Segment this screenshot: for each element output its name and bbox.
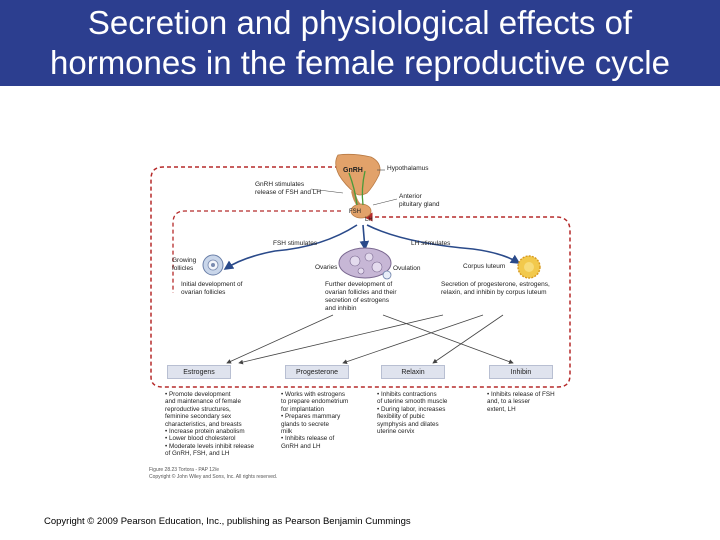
title-bar: Secretion and physiological effects of h… xyxy=(0,0,720,86)
corpus-luteum-label: Corpus luteum xyxy=(463,263,506,270)
effect-item: milk xyxy=(281,428,293,436)
further-development-label-3: secretion of estrogens xyxy=(325,297,389,304)
fsh-stimulates-label: FSH stimulates xyxy=(273,240,318,247)
effect-item: • Inhibits release of xyxy=(281,435,335,443)
lh-arrow-corpus xyxy=(366,224,521,264)
fsh-arrow xyxy=(223,224,358,270)
initial-development-label-2: ovarian follicles xyxy=(181,289,226,296)
portal-vessels xyxy=(348,172,358,206)
effect-item: • Moderate levels inhibit release xyxy=(165,442,255,450)
effect-item: and, to a lesser xyxy=(487,398,531,406)
further-development-label-2: ovarian follicles and their xyxy=(325,289,397,296)
progesterone-box: Progesterone xyxy=(285,365,349,379)
hypothalamus-shape xyxy=(335,153,381,196)
figure-caption-2: Copyright © John Wiley and Sons, Inc. Al… xyxy=(149,474,278,480)
copyright-notice: Copyright © 2009 Pearson Education, Inc.… xyxy=(44,516,411,527)
effect-item: • Inhibits release of FSH xyxy=(487,391,555,398)
effect-item: • Inhibits contractions xyxy=(377,391,437,398)
further-development-label-1: Further development of xyxy=(325,281,393,288)
gnrh-stimulates-label-2: release of FSH and LH xyxy=(255,189,322,196)
effect-item: uterine cervix xyxy=(377,428,415,436)
inhibin-box: Inhibin xyxy=(489,365,553,379)
relaxin-effects: • Inhibits contractions of uterine smoot… xyxy=(377,391,447,435)
further-development-label-4: and inhibin xyxy=(325,305,357,312)
gnrh-stimulates-pointer xyxy=(310,188,344,194)
gnrh-stimulates-label-1: GnRH stimulates xyxy=(255,181,305,188)
lh-stimulates-label: LH stimulates xyxy=(411,240,451,247)
effect-item: • Prepares mammary xyxy=(281,413,341,421)
anterior-pituitary-label-2: pituitary gland xyxy=(399,201,440,208)
effect-item: and maintenance of female xyxy=(165,398,241,406)
ovulation-label: Ovulation xyxy=(393,265,421,272)
hypothalamus-label: Hypothalamus xyxy=(387,165,429,172)
arrow-to-estrogens-2 xyxy=(238,314,444,365)
effect-item: of GnRH, FSH, and LH xyxy=(165,450,230,458)
pituitary-pointer xyxy=(372,198,398,206)
effect-item: for implantation xyxy=(281,405,325,413)
estrogens-box: Estrogens xyxy=(167,365,231,379)
ovulation-egg-shape xyxy=(382,270,392,280)
secretion-progesterone-label-2: relaxin, and inhibin by corpus luteum xyxy=(441,289,547,296)
hormone-cycle-diagram: GnRH Hypothalamus GnRH stimulates releas… xyxy=(143,153,578,488)
diagram-graphics xyxy=(150,153,571,388)
relaxin-box: Relaxin xyxy=(381,365,445,379)
effect-item: • Increase protein anabolism xyxy=(165,428,245,436)
effect-item: • Works with estrogens xyxy=(281,391,346,398)
effect-item: to prepare endometrium xyxy=(281,398,349,406)
gnrh-tag: GnRH xyxy=(343,167,363,174)
secretion-progesterone-label-1: Secretion of progesterone, estrogens, xyxy=(441,281,550,288)
feedback-loop-inner xyxy=(172,210,341,293)
fsh-tag: FSH xyxy=(349,209,361,215)
growing-follicles-label-2: follicles xyxy=(172,265,194,272)
arrow-to-relaxin xyxy=(432,314,504,364)
effect-item: • Lower blood cholesterol xyxy=(165,435,236,443)
feedback-loop-outer xyxy=(150,166,571,388)
arrow-to-inhibin xyxy=(382,314,514,364)
effect-item: feminine secondary sex xyxy=(165,413,232,421)
slide-title-line-2: hormones in the female reproductive cycl… xyxy=(50,44,670,81)
progesterone-effects: • Works with estrogens to prepare endome… xyxy=(281,391,348,450)
effect-item: characteristics, and breasts xyxy=(165,420,242,428)
anterior-pituitary-label-1: Anterior xyxy=(399,193,422,200)
effect-item: extent, LH xyxy=(487,405,516,413)
growing-follicles-label-1: Growing xyxy=(172,257,197,264)
figure-caption-1: Figure 28.23 Tortora - PAP 12/e xyxy=(149,467,220,473)
initial-development-label-1: Initial development of xyxy=(181,281,243,288)
effect-item: reproductive structures, xyxy=(165,405,231,413)
effect-item: flexibility of pubic xyxy=(377,413,425,421)
arrow-to-progesterone xyxy=(342,314,484,364)
lh-tag: LH xyxy=(365,217,373,223)
effect-item: symphysis and dilates xyxy=(377,420,439,428)
effect-item: • During labor, increases xyxy=(377,405,446,413)
effect-item: • Promote development xyxy=(165,391,231,398)
effect-item: of uterine smooth muscle xyxy=(377,398,448,406)
anterior-pituitary-shape xyxy=(350,203,372,219)
slide-title-line-1: Secretion and physiological effects of xyxy=(87,4,633,41)
estrogens-effects: • Promote development and maintenance of… xyxy=(165,391,254,458)
lh-arrow-ovary xyxy=(359,224,370,251)
arrow-to-estrogens xyxy=(226,314,334,364)
effect-item: glands to secrete xyxy=(281,420,329,428)
effect-item: GnRH and LH xyxy=(281,442,321,450)
inhibin-effects: • Inhibits release of FSH and, to a less… xyxy=(487,391,555,413)
ovaries-label: Ovaries xyxy=(315,264,338,271)
